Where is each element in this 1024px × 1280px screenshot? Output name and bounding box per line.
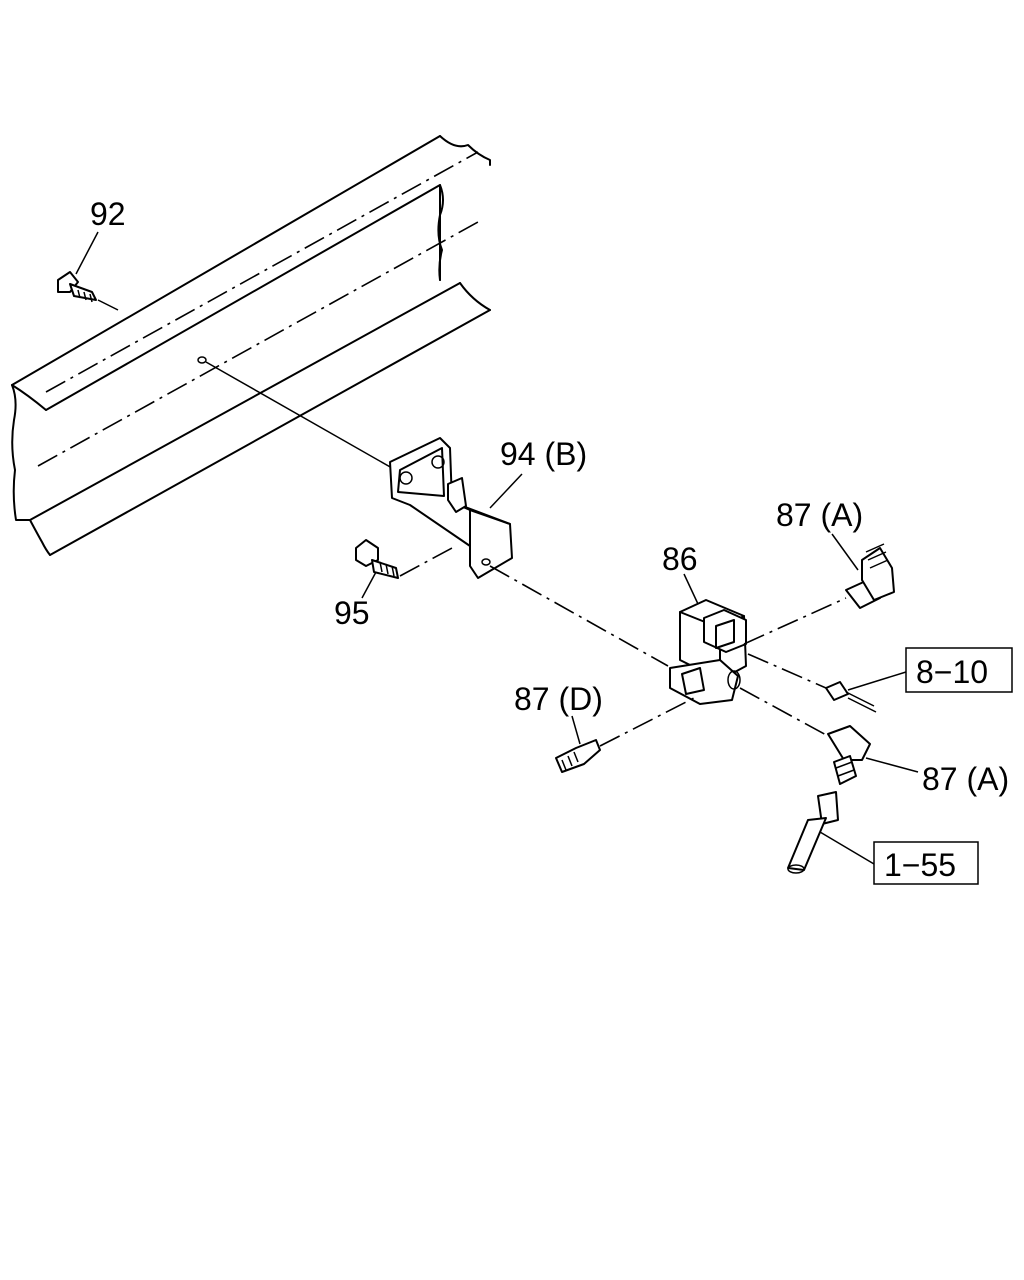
label-87a-top: 87 (A) bbox=[776, 497, 863, 533]
label-94b: 94 (B) bbox=[500, 436, 587, 472]
valve-86: 86 bbox=[662, 541, 747, 705]
label-95: 95 bbox=[334, 595, 370, 631]
label-87a-bottom: 87 (A) bbox=[922, 761, 1009, 797]
leader-hole-bracket bbox=[205, 361, 393, 469]
bolt-92: 92 bbox=[57, 196, 126, 311]
ref-box-1-55[interactable] bbox=[873, 841, 979, 885]
connector-8-10: 8−10 bbox=[747, 647, 1013, 713]
fitting-87a-bottom: 87 (A) bbox=[739, 687, 1009, 797]
fitting-87d: 87 (D) bbox=[514, 681, 695, 773]
pipe-1-55: 1−55 bbox=[787, 791, 979, 885]
fitting-87a-top: 87 (A) bbox=[743, 497, 895, 645]
ref-1-55[interactable]: 1−55 bbox=[884, 847, 956, 883]
bolt-95: 95 bbox=[334, 539, 453, 631]
ref-8-10[interactable]: 8−10 bbox=[916, 654, 988, 690]
frame-rail bbox=[11, 135, 491, 556]
bracket-94b: 94 (B) bbox=[389, 436, 587, 579]
label-92: 92 bbox=[90, 196, 126, 232]
label-87d: 87 (D) bbox=[514, 681, 603, 717]
label-86: 86 bbox=[662, 541, 698, 577]
leader-bracket-valve bbox=[489, 565, 669, 667]
ref-box-8-10[interactable] bbox=[905, 647, 1013, 693]
